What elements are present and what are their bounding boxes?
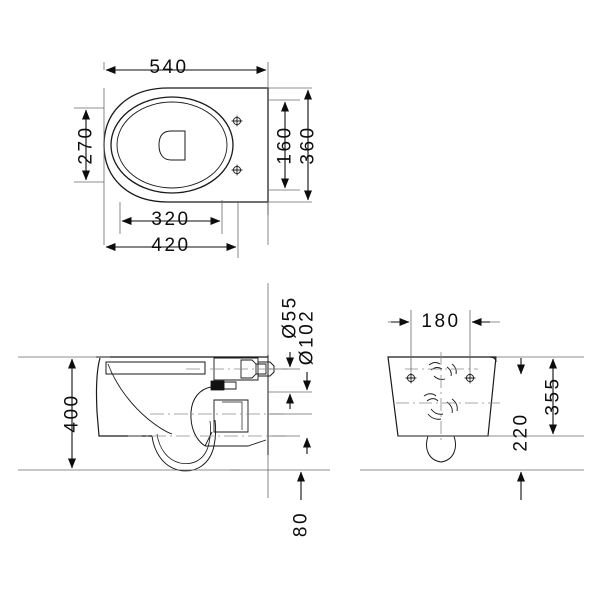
top-view-dimension-lines [82, 66, 312, 251]
dimension-label-180: 180 [421, 311, 461, 332]
front-view-extension-lines [360, 310, 584, 471]
dimension-label-420: 420 [151, 235, 191, 256]
dimension-label-160: 160 [274, 125, 296, 165]
dimension-label-80: 80 [290, 510, 312, 538]
dimension-label-360: 360 [297, 125, 319, 165]
dimension-label-540: 540 [149, 57, 189, 78]
side-view-centre-lines [128, 368, 288, 437]
dimension-label-270: 270 [75, 125, 97, 165]
dimension-label-320: 320 [151, 209, 191, 230]
front-view-geometry [387, 356, 497, 463]
side-view-extension-lines [18, 283, 330, 498]
front-view-dimension-lines [391, 318, 557, 500]
front-view-centre-lines [396, 352, 500, 440]
dimension-label-diameter-102: Ø102 [296, 308, 318, 366]
dimension-label-355: 355 [542, 376, 564, 416]
dimension-label-400: 400 [61, 393, 83, 433]
top-view-extension-lines [74, 62, 312, 258]
dimension-label-220: 220 [510, 412, 532, 452]
side-view-dimension-lines [68, 352, 311, 500]
side-view-geometry [95, 355, 275, 472]
top-view-geometry [103, 87, 269, 215]
